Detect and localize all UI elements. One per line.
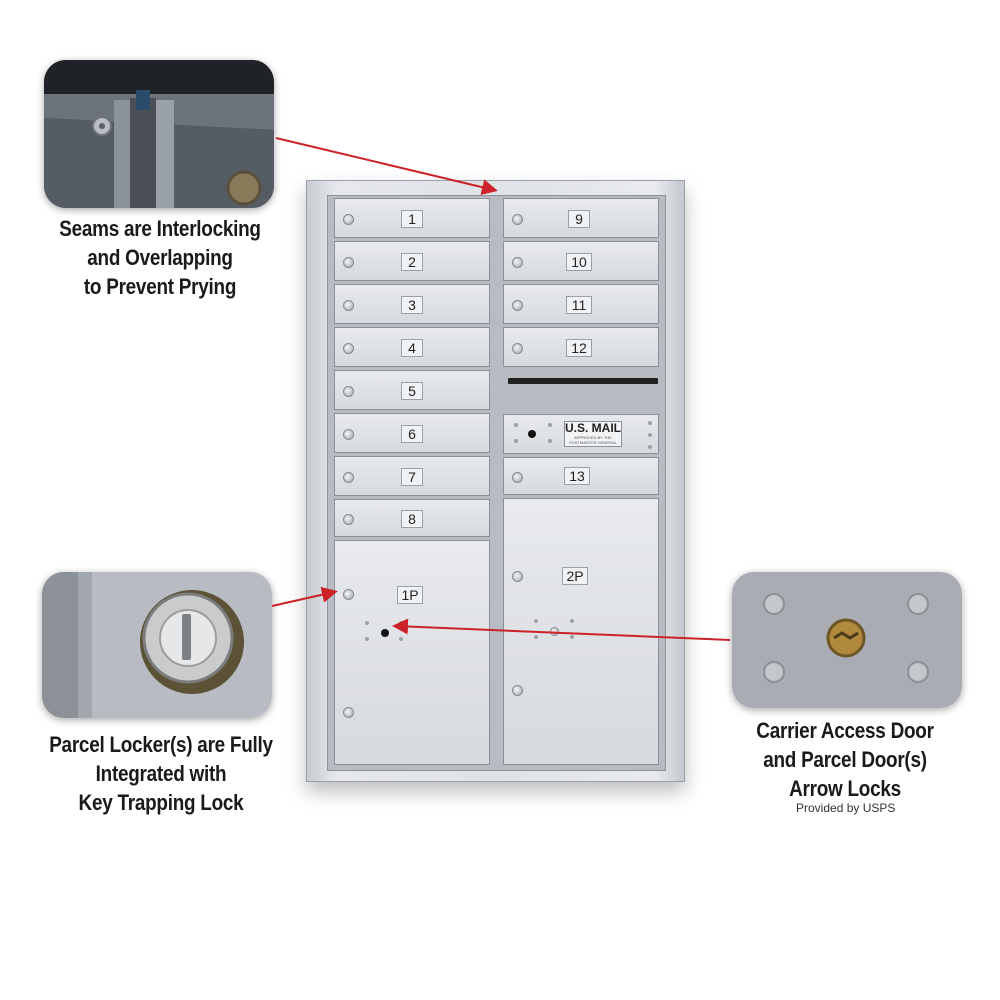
parcel-caption-line-2: Integrated with <box>95 761 227 786</box>
rivet <box>648 433 652 437</box>
carrier-access-door[interactable]: U.S. MAIL APPROVED BY THE POSTMASTER GEN… <box>503 414 659 454</box>
mail-door-10[interactable]: 10 <box>503 241 659 281</box>
lock-icon <box>343 589 354 600</box>
rivet <box>648 421 652 425</box>
mailbox-interior: 1 2 3 4 5 6 7 8 <box>327 195 666 771</box>
lock-icon <box>343 514 354 525</box>
parcel-number: 1P <box>397 586 423 604</box>
parcel-arrow-lock[interactable] <box>381 629 389 637</box>
postmaster-approval-text: APPROVED BY THE POSTMASTER GENERAL <box>569 435 617 445</box>
lock-icon <box>343 300 354 311</box>
arrow-lock-image <box>732 572 962 708</box>
mail-door-5[interactable]: 5 <box>334 370 490 410</box>
rivet <box>399 621 403 625</box>
door-number: 8 <box>401 510 423 528</box>
mail-door-7[interactable]: 7 <box>334 456 490 496</box>
door-number: 7 <box>401 468 423 486</box>
door-number: 3 <box>401 296 423 314</box>
carrier-caption-line-2: and Parcel Door(s) <box>763 747 927 772</box>
mail-door-6[interactable]: 6 <box>334 413 490 453</box>
mail-door-3[interactable]: 3 <box>334 284 490 324</box>
parcel-caption-line-1: Parcel Locker(s) are Fully <box>49 732 273 757</box>
lock-icon <box>343 257 354 268</box>
mail-door-4[interactable]: 4 <box>334 327 490 367</box>
rivet <box>570 635 574 639</box>
rivet <box>570 619 574 623</box>
us-mail-label: U.S. MAIL <box>565 421 621 435</box>
carrier-caption-line-1: Carrier Access Door <box>756 718 934 743</box>
parcel-caption: Parcel Locker(s) are Fully Integrated wi… <box>28 730 295 817</box>
mail-door-2[interactable]: 2 <box>334 241 490 281</box>
mail-door-12[interactable]: 12 <box>503 327 659 367</box>
rivet <box>548 423 552 427</box>
lock-icon <box>512 214 523 225</box>
lock-icon <box>512 343 523 354</box>
mail-door-1[interactable]: 1 <box>334 198 490 238</box>
parcel-lock-icon <box>550 627 559 636</box>
mail-door-9[interactable]: 9 <box>503 198 659 238</box>
lock-icon <box>512 300 523 311</box>
lock-icon <box>512 472 523 483</box>
parcel-locker-2p[interactable]: 2P <box>503 498 659 765</box>
rivet <box>548 439 552 443</box>
lock-icon <box>512 571 523 582</box>
door-number: 6 <box>401 425 423 443</box>
door-number: 11 <box>566 296 592 314</box>
parcel-locker-1p[interactable]: 1P <box>334 540 490 765</box>
mailbox-unit: 1 2 3 4 5 6 7 8 <box>306 180 685 782</box>
lock-icon <box>343 386 354 397</box>
parcel-caption-line-3: Key Trapping Lock <box>78 790 244 815</box>
seam-closeup-image <box>44 60 274 208</box>
key-trapping-lock-image <box>42 572 272 718</box>
lock-icon <box>343 214 354 225</box>
seams-caption: Seams are Interlocking and Overlapping t… <box>31 214 289 301</box>
lock-icon <box>343 707 354 718</box>
door-number: 10 <box>566 253 592 271</box>
parcel-lock-callout-photo <box>42 572 272 718</box>
seams-caption-line-1: Seams are Interlocking <box>59 216 261 241</box>
rivet <box>534 635 538 639</box>
door-number: 2 <box>401 253 423 271</box>
rivet <box>399 637 403 641</box>
lock-icon <box>343 472 354 483</box>
mail-door-13[interactable]: 13 <box>503 457 659 495</box>
door-number: 4 <box>401 339 423 357</box>
door-number: 9 <box>568 210 590 228</box>
seams-caption-line-2: and Overlapping <box>87 245 233 270</box>
lock-icon <box>343 429 354 440</box>
us-mail-plate: U.S. MAIL APPROVED BY THE POSTMASTER GEN… <box>564 421 622 447</box>
mail-door-8[interactable]: 8 <box>334 499 490 537</box>
door-number: 1 <box>401 210 423 228</box>
carrier-caption: Carrier Access Door and Parcel Door(s) A… <box>716 716 974 803</box>
carrier-caption-line-3: Arrow Locks <box>789 776 901 801</box>
door-number: 12 <box>566 339 592 357</box>
door-number: 13 <box>564 467 590 485</box>
seams-caption-line-3: to Prevent Prying <box>83 274 237 299</box>
rivet <box>365 621 369 625</box>
rivet <box>514 423 518 427</box>
rivet <box>514 439 518 443</box>
arrow-lock-callout-photo <box>732 572 962 708</box>
seams-callout-photo <box>44 60 274 208</box>
mail-door-11[interactable]: 11 <box>503 284 659 324</box>
lock-icon <box>512 685 523 696</box>
lock-icon <box>343 343 354 354</box>
rivet <box>365 637 369 641</box>
lock-icon <box>512 257 523 268</box>
carrier-arrow-lock[interactable] <box>528 430 536 438</box>
parcel-number: 2P <box>562 567 588 585</box>
door-number: 5 <box>401 382 423 400</box>
rivet <box>534 619 538 623</box>
rivet <box>648 445 652 449</box>
outgoing-mail-slot[interactable] <box>508 378 658 384</box>
usps-note: Provided by USPS <box>796 801 896 815</box>
